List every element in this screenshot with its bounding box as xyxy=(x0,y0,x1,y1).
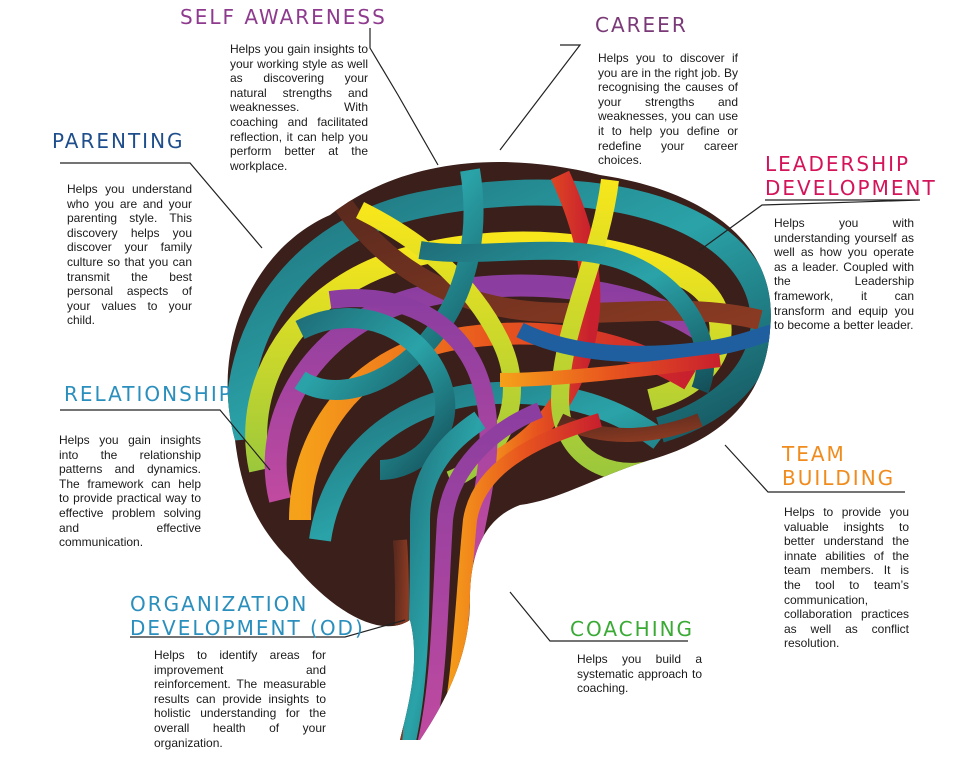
team-building-description: Helps to provide you valuable insights t… xyxy=(784,505,909,651)
organization-title-line1: ORGANIZATION xyxy=(130,592,309,616)
career-description: Helps you to discover if you are in the … xyxy=(598,51,738,168)
coaching-description: Helps you build a systematic approach to… xyxy=(577,652,702,696)
organization-title-line2: DEVELOPMENT (OD) xyxy=(130,616,365,640)
coaching-title: COACHING xyxy=(570,617,695,641)
self-awareness-description: Helps you gain insights to your working … xyxy=(230,42,368,173)
team-building-title-line1: TEAM xyxy=(782,442,846,466)
leadership-title: LEADERSHIP DEVELOPMENT xyxy=(765,152,937,200)
relationship-description: Helps you gain insights into the relatio… xyxy=(59,433,201,550)
parenting-title: PARENTING xyxy=(52,129,185,153)
organization-title: ORGANIZATION DEVELOPMENT (OD) xyxy=(130,592,365,640)
leadership-title-line2: DEVELOPMENT xyxy=(765,176,937,200)
relationship-title: RELATIONSHIP xyxy=(64,382,233,406)
leadership-title-line1: LEADERSHIP xyxy=(765,152,911,176)
self-awareness-title: SELF AWARENESS xyxy=(180,5,387,29)
team-building-title-line2: BUILDING xyxy=(782,466,896,490)
leadership-description: Helps you with understanding yourself as… xyxy=(774,216,914,333)
career-title: CAREER xyxy=(595,13,688,37)
parenting-description: Helps you understand who you are and you… xyxy=(67,182,192,328)
team-building-title: TEAM BUILDING xyxy=(782,442,895,490)
organization-description: Helps to identify areas for improvement … xyxy=(154,648,326,750)
